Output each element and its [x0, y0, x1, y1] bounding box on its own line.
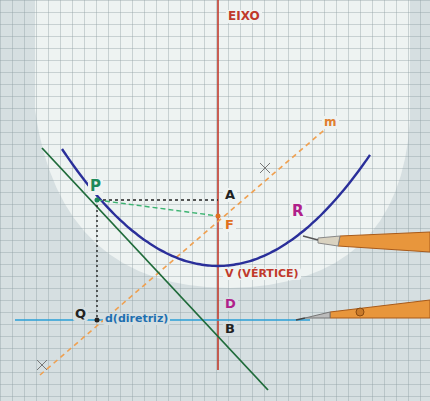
- compass: [296, 232, 430, 320]
- cross-mark: [37, 360, 47, 370]
- point-label: R: [290, 203, 306, 220]
- point-label: V (VÉRTICE): [223, 268, 301, 280]
- point-label: F: [223, 218, 236, 232]
- bisector-line: [40, 125, 330, 375]
- parabola-curve: [62, 149, 370, 266]
- point: [216, 214, 221, 219]
- point-label: d(diretriz): [103, 313, 170, 325]
- point: [95, 318, 100, 323]
- point-label: m: [322, 116, 339, 129]
- axis-line: [217, 0, 219, 370]
- point: [95, 198, 100, 203]
- point-label: P: [88, 178, 103, 195]
- point-label: D: [223, 297, 238, 311]
- point-label: Q: [73, 307, 88, 321]
- dashed-line: [97, 200, 218, 216]
- dotted-line: [97, 199, 218, 200]
- dotted-line: [96, 200, 97, 318]
- point-label: EIXO: [226, 10, 262, 23]
- cross-mark: [260, 163, 270, 173]
- point-label: B: [223, 322, 237, 336]
- point-label: A: [223, 188, 237, 202]
